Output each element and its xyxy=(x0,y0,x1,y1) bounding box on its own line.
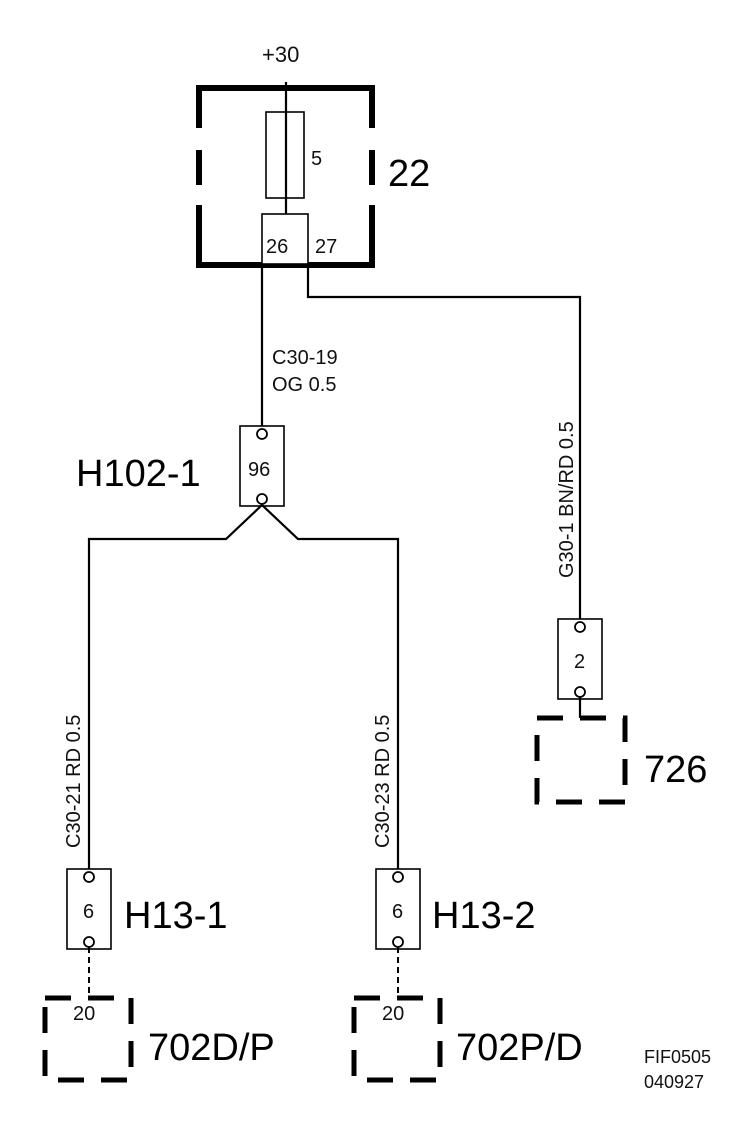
fuse-rating: 5 xyxy=(311,148,322,170)
figure-code-line2: 040927 xyxy=(644,1072,704,1092)
connector-h13-2-pin-top xyxy=(392,871,404,883)
fuse-pin-26: 26 xyxy=(266,236,288,258)
wire-c30-21 xyxy=(87,504,263,872)
connector-h102-1-pin-bottom xyxy=(256,493,268,505)
connector-2-pin-top xyxy=(574,621,586,633)
fuse-box-bottom-outline xyxy=(196,205,375,268)
component-702pd-pin: 20 xyxy=(382,1003,404,1025)
connector-h102-1-pin: 96 xyxy=(248,459,270,481)
figure-code-line1: FIF0505 xyxy=(644,1047,711,1067)
connector-2 xyxy=(557,618,603,700)
component-702dp-pin: 20 xyxy=(73,1003,95,1025)
connector-h13-2-pin: 6 xyxy=(392,901,403,923)
connector-2-pin-bottom xyxy=(574,686,586,698)
fuse-pin-27: 27 xyxy=(315,236,337,258)
connector-h13-1-pin-bottom xyxy=(83,936,95,948)
connector-h13-2-pin-bottom xyxy=(392,936,404,948)
wire-c30-21-label: C30-21 RD 0.5 xyxy=(63,715,85,848)
fuse-box-id: 22 xyxy=(388,153,430,195)
component-726 xyxy=(534,715,628,805)
component-726-id: 726 xyxy=(644,749,707,791)
wire-c30-19-spec: OG 0.5 xyxy=(272,374,336,396)
connector-h13-1-id: H13-1 xyxy=(124,895,228,937)
wire-g30-1-label: G30-1 BN/RD 0.5 xyxy=(556,421,578,578)
connector-h13-1-pin-top xyxy=(83,871,95,883)
connector-h13-1-pin: 6 xyxy=(83,901,94,923)
fuse-pin-cell-26 xyxy=(261,213,309,265)
wire-g30-1 xyxy=(306,264,582,623)
component-702dp xyxy=(42,995,134,1083)
connector-h13-2-id: H13-2 xyxy=(432,895,536,937)
connector-2-pin: 2 xyxy=(574,651,585,673)
wire-c30-19-id: C30-19 xyxy=(272,347,338,369)
wire-c30-23-label: C30-23 RD 0.5 xyxy=(372,715,394,848)
supply-label: +30 xyxy=(262,42,299,67)
connector-h102-1-pin-top xyxy=(256,428,268,440)
component-702pd xyxy=(351,995,443,1083)
component-702dp-id: 702D/P xyxy=(148,1027,275,1069)
component-702pd-id: 702P/D xyxy=(456,1027,583,1069)
connector-h102-1-id: H102-1 xyxy=(76,453,201,495)
wire-c30-23 xyxy=(261,504,400,872)
